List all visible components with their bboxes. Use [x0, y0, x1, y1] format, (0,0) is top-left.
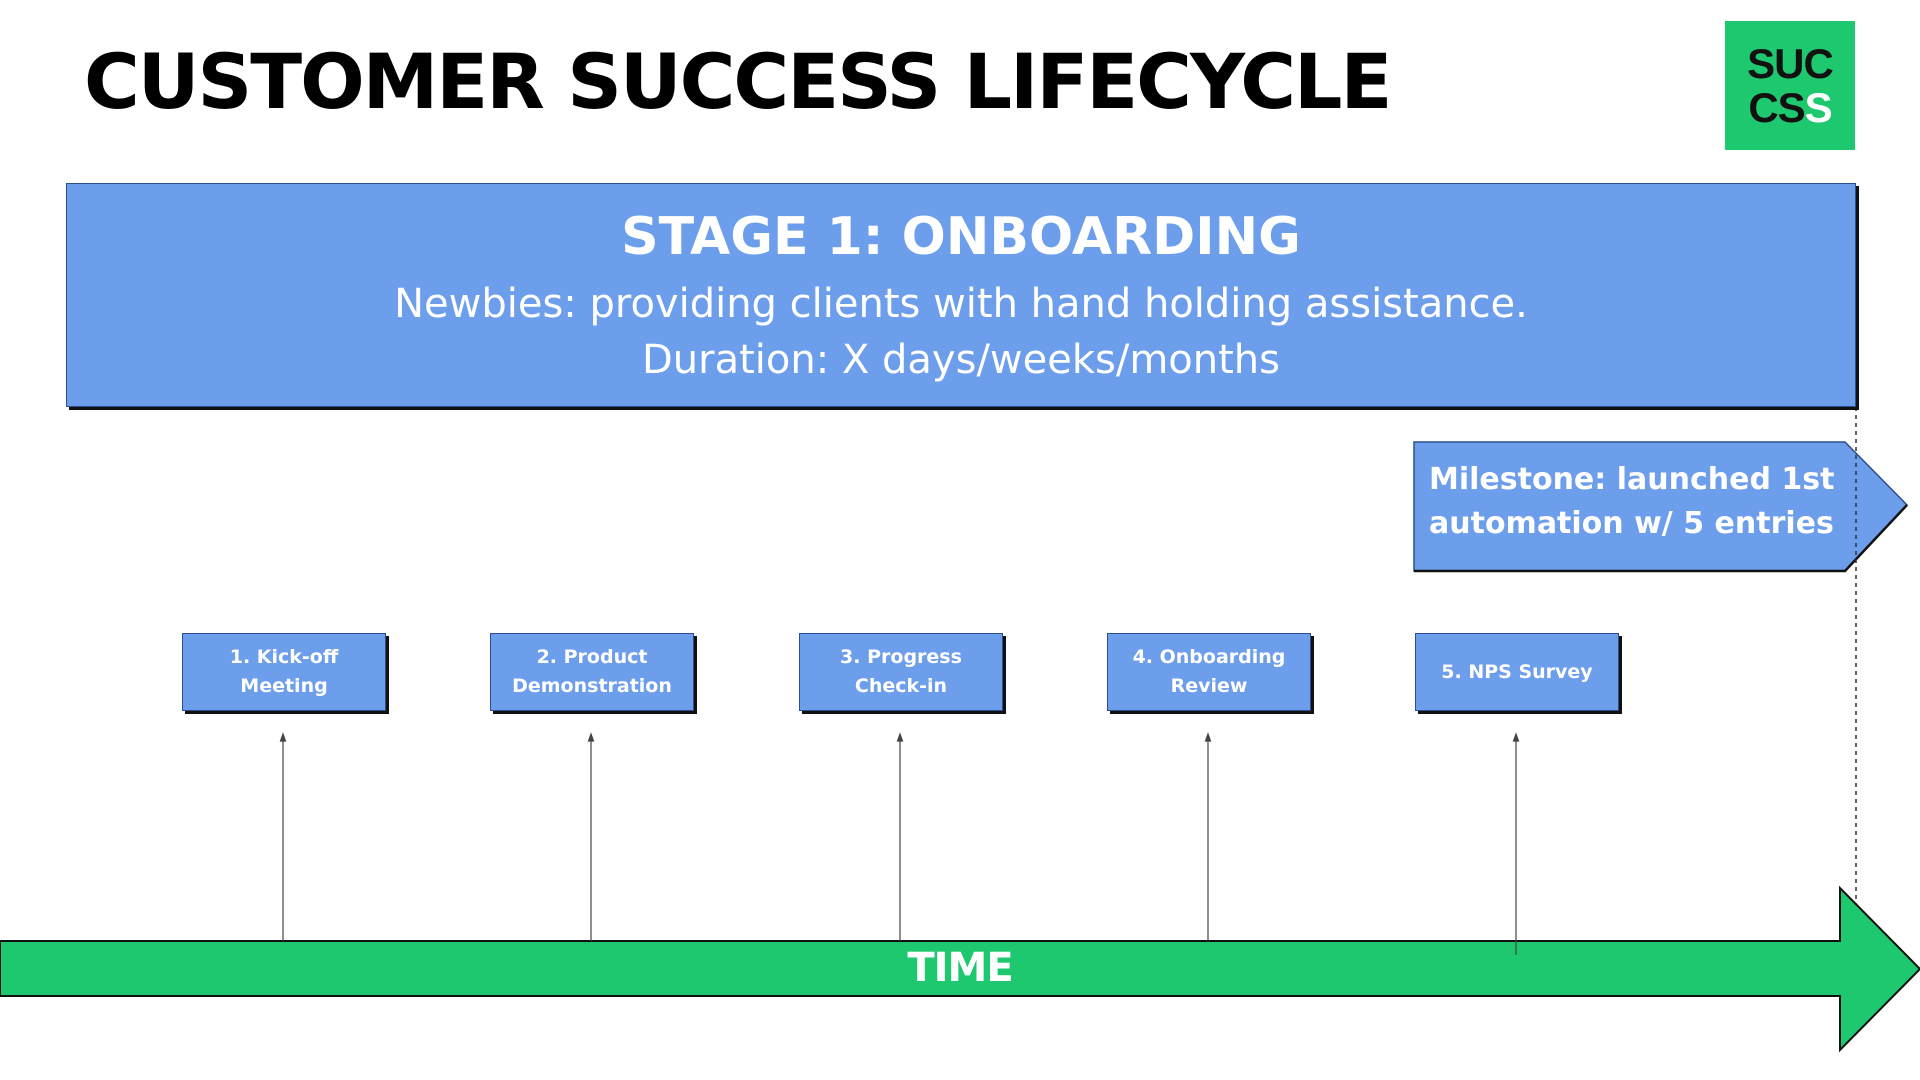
logo-line-2: CSS: [1748, 83, 1833, 131]
step-connectors: [279, 732, 1520, 955]
step-connector-head-3: [896, 732, 904, 742]
time-label: TIME: [907, 945, 1013, 991]
page-title: CUSTOMER SUCCESS LIFECYCLE: [84, 37, 1392, 126]
logo-line-2-part-a: CS: [1748, 83, 1805, 131]
logo-line-1: SUC: [1747, 39, 1834, 87]
step-box-kickoff-meeting: 1. Kick-off Meeting: [182, 633, 386, 711]
step-connector-head-1: [279, 732, 287, 742]
step-box-onboarding-review: 4. Onboarding Review: [1107, 633, 1311, 711]
step-connector-head-5: [1512, 732, 1520, 742]
stage-title: STAGE 1: ONBOARDING: [621, 207, 1301, 267]
logo: SUC CSS: [1725, 21, 1855, 150]
time-arrow-shape: [0, 885, 1920, 1053]
milestone-label: Milestone: launched 1st automation w/ 5 …: [1429, 462, 1835, 541]
stage-box: STAGE 1: ONBOARDING Newbies: providing c…: [66, 183, 1856, 407]
step-box-product-demonstration: 2. Product Demonstration: [490, 633, 694, 711]
step-connector-head-4: [1204, 732, 1212, 742]
step-box-progress-checkin: 3. Progress Check-in: [799, 633, 1003, 711]
logo-line-2-part-b: S: [1804, 83, 1833, 131]
step-connector-head-2: [587, 732, 595, 742]
stage-description: Newbies: providing clients with hand hol…: [394, 280, 1528, 327]
step-box-nps-survey: 5. NPS Survey: [1415, 633, 1619, 711]
milestone-arrow-shadow: [1414, 504, 1908, 573]
stage-duration: Duration: X days/weeks/months: [641, 336, 1280, 383]
